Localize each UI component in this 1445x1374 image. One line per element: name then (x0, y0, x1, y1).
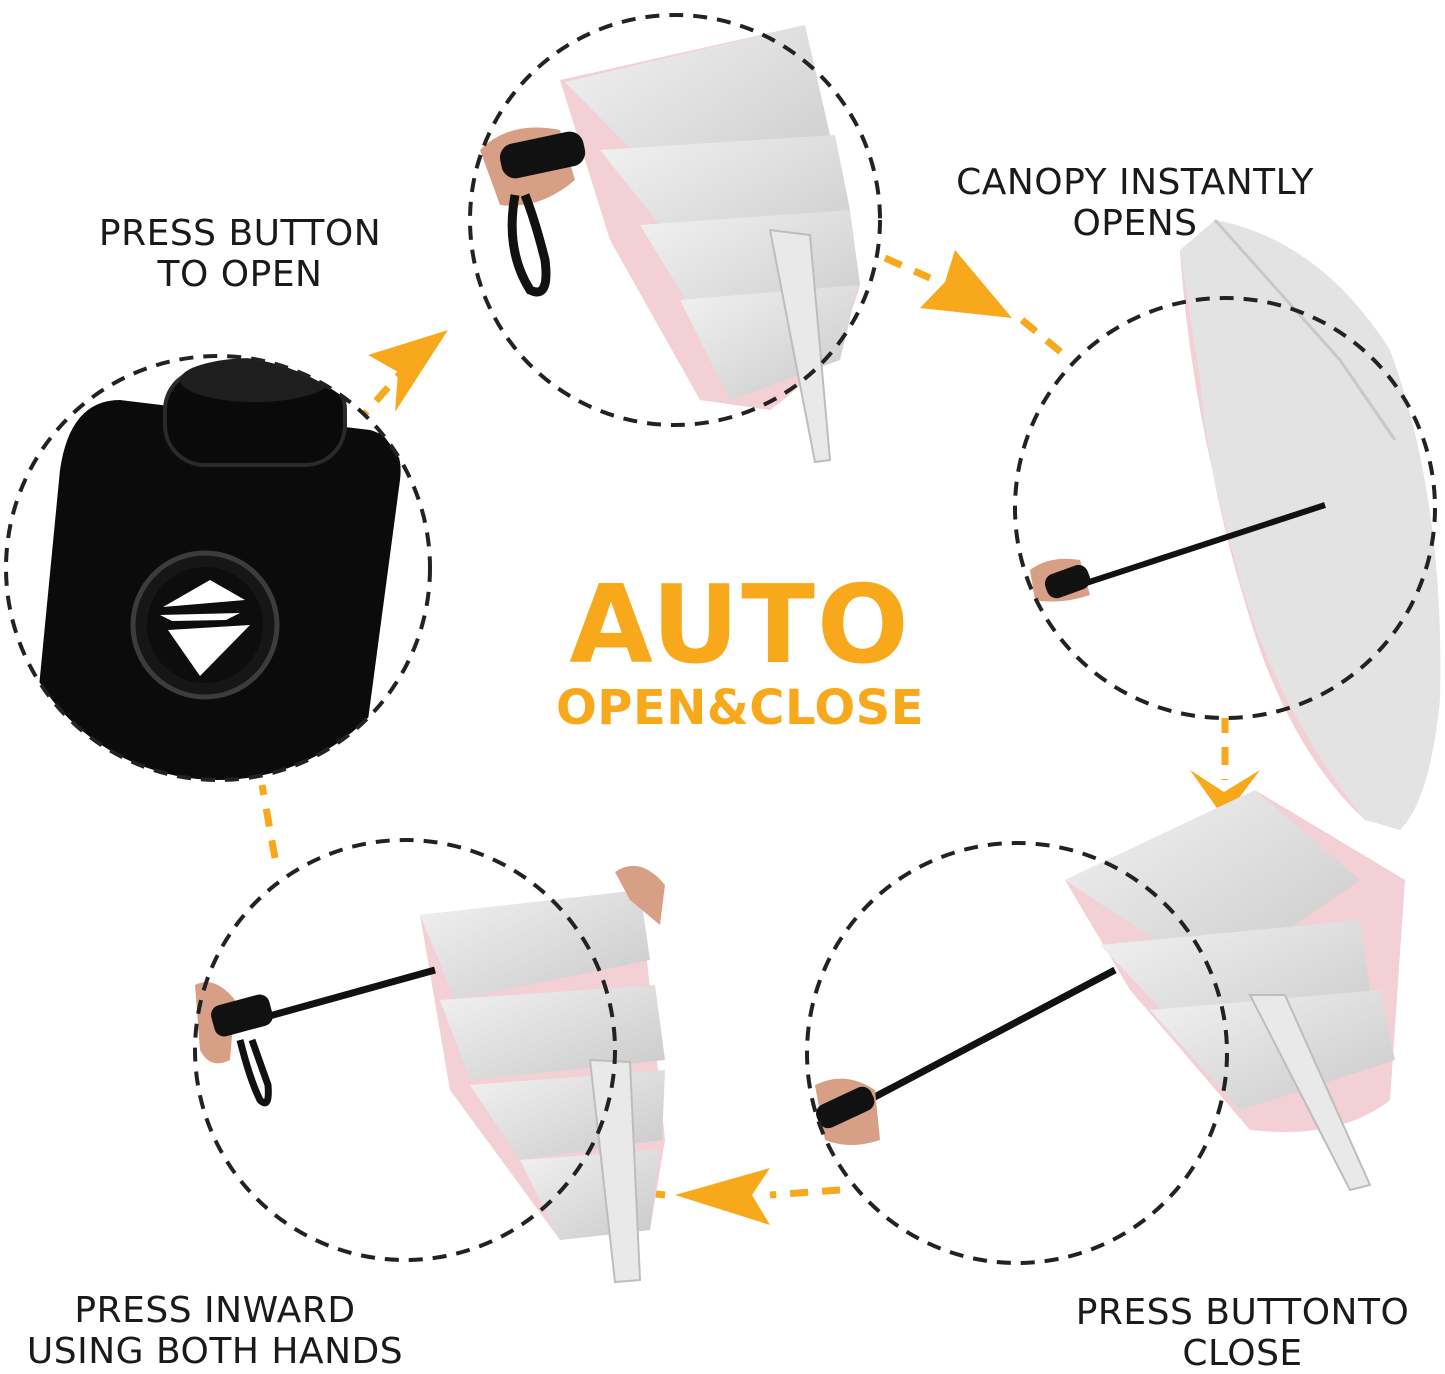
caption-canopy-instantly-opens: CANOPY INSTANTLY OPENS (930, 162, 1340, 244)
caption-press-inward: PRESS INWARD USING BOTH HANDS (10, 1290, 420, 1372)
step-button-closeup (4, 354, 432, 782)
step-circle-5 (193, 838, 617, 1262)
arrowhead-up-right (368, 330, 448, 412)
caption-line: CLOSE (1182, 1333, 1303, 1374)
caption-line: PRESS BUTTONTO (1075, 1292, 1410, 1333)
folding-umbrella (848, 790, 1405, 1192)
headline-open-close: OPEN&CLOSE (555, 680, 925, 736)
connector-canopy-to-canopy (1019, 317, 1071, 361)
caption-line: PRESS INWARD (74, 1290, 356, 1331)
caption-line: OPENS (1072, 203, 1198, 244)
flow-connectors (258, 254, 1229, 1199)
flow-arrowheads (368, 250, 1260, 1225)
handle (499, 131, 586, 179)
step-press-close (805, 790, 1405, 1265)
hand-right (615, 865, 665, 925)
arrowhead-right (920, 250, 1012, 318)
headline-auto: AUTO (569, 563, 911, 688)
step-canopy-open (1013, 219, 1441, 830)
wrist-strap (507, 193, 551, 297)
connector-open-to-canopy (883, 254, 932, 282)
umbrella-shaft (848, 966, 1117, 1114)
wrist-strap (236, 1038, 272, 1107)
umbrella-shaft (254, 966, 436, 1024)
step-circle-1 (4, 354, 432, 782)
handle (816, 1086, 875, 1129)
connector-close-to-inward (769, 1186, 841, 1199)
step-press-inward (193, 838, 665, 1284)
caption-line: USING BOTH HANDS (26, 1331, 404, 1372)
step-circle-3 (1013, 296, 1437, 720)
connector-inward-to-button (258, 784, 279, 859)
step-press-open (468, 13, 882, 464)
caption-line: PRESS BUTTON (98, 213, 382, 254)
open-umbrella (1079, 219, 1441, 830)
arrowhead-left (675, 1168, 770, 1225)
arrowhead-down (1190, 770, 1260, 818)
caption-line: CANOPY INSTANTLY (956, 162, 1314, 203)
folded-umbrella (560, 25, 860, 464)
caption-press-button-to-close: PRESS BUTTONTO CLOSE (1060, 1292, 1425, 1374)
step-circle-4 (805, 841, 1229, 1265)
umbrella-shaft (1079, 502, 1326, 588)
step-circle-2 (468, 13, 882, 427)
handle (1044, 564, 1091, 599)
brand-logo-icon (160, 580, 250, 676)
caption-line: TO OPEN (157, 254, 323, 295)
handle (211, 994, 273, 1037)
caption-press-button-to-open: PRESS BUTTON TO OPEN (80, 213, 400, 295)
